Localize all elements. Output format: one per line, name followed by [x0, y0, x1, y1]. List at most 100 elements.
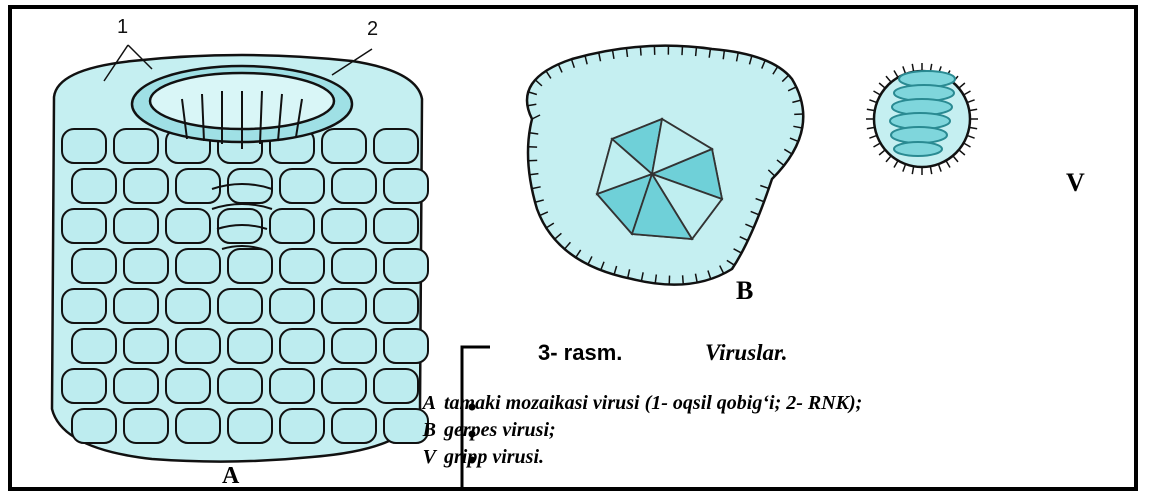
legend-key-b: B — [406, 419, 436, 442]
spike — [874, 91, 881, 95]
capsomere — [62, 209, 106, 243]
legend-text-a: tamaki mozaikasi virusi (1- oqsil qobig‘… — [444, 392, 862, 415]
spike — [967, 135, 975, 138]
spike — [696, 47, 697, 56]
capsomere — [384, 329, 428, 363]
spike — [967, 100, 975, 103]
spike — [938, 164, 941, 172]
label-v: V — [1066, 168, 1085, 198]
spike — [869, 100, 877, 103]
capsomere — [228, 169, 272, 203]
spike — [879, 150, 885, 155]
spike — [959, 83, 965, 88]
capsomere — [176, 169, 220, 203]
capsomere — [62, 289, 106, 323]
spike — [946, 161, 950, 168]
spike — [683, 275, 684, 284]
capsomere — [374, 129, 418, 163]
capsomere — [332, 329, 376, 363]
label-protein-coat: 1 — [117, 16, 128, 39]
capsomere — [270, 369, 314, 403]
capsomere — [124, 249, 168, 283]
legend-text-b: gerpes virusi; — [444, 419, 556, 442]
capsomere — [280, 329, 324, 363]
capsomere — [124, 169, 168, 203]
capsomere — [228, 249, 272, 283]
capsomere — [228, 329, 272, 363]
spike — [903, 164, 906, 172]
capsomere — [176, 409, 220, 443]
spike — [869, 135, 877, 138]
spike — [640, 47, 641, 56]
capsomere — [62, 129, 106, 163]
label-rna: 2 — [367, 18, 378, 41]
capsomere — [114, 129, 158, 163]
spike — [894, 161, 898, 168]
capsomere — [374, 209, 418, 243]
capsomere — [166, 289, 210, 323]
spike — [886, 156, 891, 162]
capsomere — [384, 249, 428, 283]
spike — [886, 76, 891, 82]
capsomere — [114, 289, 158, 323]
capsomere — [270, 209, 314, 243]
capsomere — [114, 209, 158, 243]
capsomere — [322, 369, 366, 403]
capsomere — [124, 409, 168, 443]
capsomere — [332, 249, 376, 283]
capsomere — [62, 369, 106, 403]
capsomere — [166, 369, 210, 403]
capsomere — [218, 369, 262, 403]
capsomere — [72, 169, 116, 203]
figure-number: 3- rasm. — [538, 340, 622, 366]
spike — [953, 156, 958, 162]
capsomere — [280, 249, 324, 283]
legend-key-a: A — [406, 392, 436, 415]
spike — [964, 143, 971, 147]
spike — [879, 83, 885, 88]
capsomere — [166, 209, 210, 243]
capsomere — [332, 169, 376, 203]
legend-text-v: gripp virusi. — [444, 446, 544, 469]
capsomere — [374, 289, 418, 323]
capsomere — [72, 249, 116, 283]
tobacco-mosaic-virus — [52, 45, 428, 462]
figure-frame — [8, 5, 1138, 491]
figure-title: Viruslar. — [705, 340, 787, 366]
capsomere — [72, 409, 116, 443]
spike — [959, 150, 965, 155]
spike — [969, 109, 977, 110]
label-b: B — [736, 276, 753, 306]
spike — [874, 143, 881, 147]
capsomere — [72, 329, 116, 363]
spike — [867, 127, 875, 128]
capsomere — [384, 169, 428, 203]
spike — [969, 127, 977, 128]
capsomere — [280, 169, 324, 203]
influenza-virus — [866, 63, 978, 175]
capsomere — [270, 289, 314, 323]
spike — [626, 48, 627, 57]
capsomere — [228, 409, 272, 443]
capsomere — [322, 209, 366, 243]
capsomere — [218, 289, 262, 323]
capsomere — [114, 369, 158, 403]
capsomere — [124, 329, 168, 363]
virus-illustrations — [12, 9, 1138, 491]
legend-key-v: V — [406, 446, 436, 469]
capsomere — [176, 329, 220, 363]
spike — [930, 166, 931, 174]
capsomere — [322, 129, 366, 163]
capsomere — [332, 409, 376, 443]
herpes-virus — [527, 46, 803, 285]
spike — [894, 71, 898, 78]
capsomere — [176, 249, 220, 283]
spike — [912, 64, 913, 72]
spike — [903, 66, 906, 74]
spike — [912, 166, 913, 174]
spike — [867, 109, 875, 110]
label-a: A — [222, 463, 239, 490]
capsomere — [322, 289, 366, 323]
capsomere — [280, 409, 324, 443]
spike — [964, 91, 971, 95]
